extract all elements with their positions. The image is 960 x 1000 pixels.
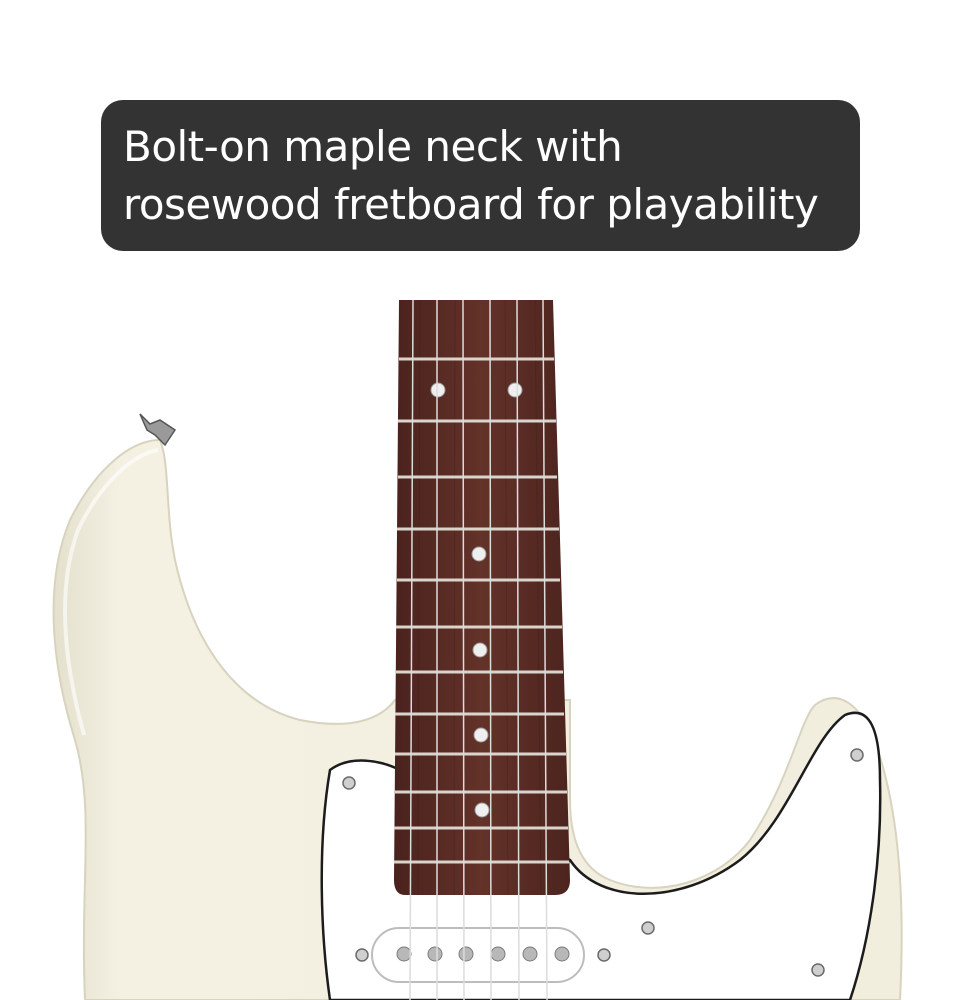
caption-line-1: Bolt-on maple neck with <box>123 122 623 171</box>
strings <box>409 299 548 1000</box>
fret-inlay <box>430 382 523 818</box>
rosewood-fretboard <box>394 300 570 895</box>
caption-line-2: rosewood fretboard for playability <box>123 180 819 229</box>
screw-icon <box>342 748 864 977</box>
single-coil-pickup <box>371 927 585 983</box>
frets <box>394 357 569 864</box>
feature-caption: Bolt-on maple neck with rosewood fretboa… <box>101 100 860 251</box>
strap-button-icon <box>139 413 177 447</box>
